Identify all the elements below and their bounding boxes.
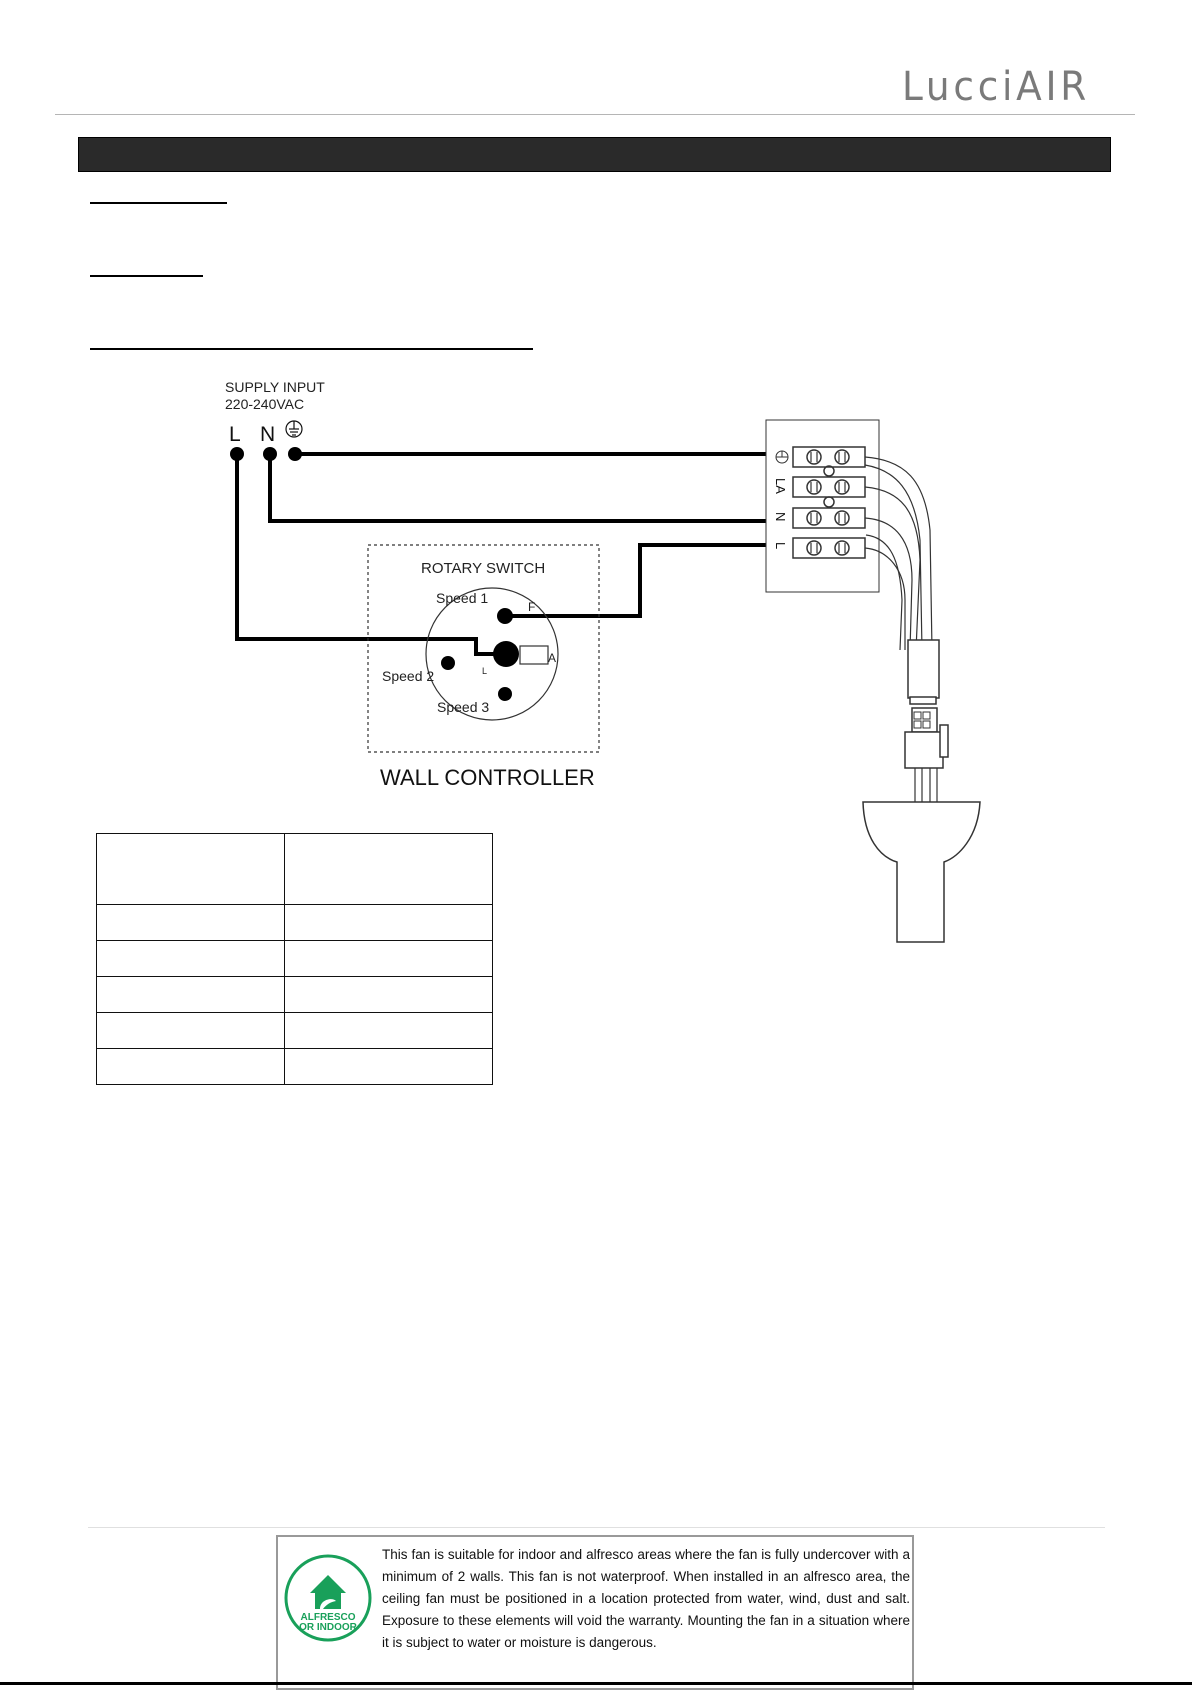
live-terminal-label: L (229, 423, 241, 446)
table-row (96, 904, 493, 941)
table-cell (96, 940, 285, 977)
pin-f-label: F (528, 600, 535, 614)
table-row (96, 976, 493, 1013)
alfresco-notice-text: This fan is suitable for indoor and alfr… (382, 1547, 910, 1650)
subheading-underline-1 (90, 202, 227, 204)
table-cell (96, 1048, 285, 1085)
table-row (96, 1012, 493, 1049)
table-cell (96, 904, 285, 941)
block-label-n: N (773, 512, 788, 521)
speed-1-label: Speed 1 (436, 590, 488, 606)
pin-a-label: A (548, 651, 556, 665)
speed-3-label: Speed 3 (437, 699, 489, 715)
badge-line-2: OR INDOOR (299, 1622, 358, 1633)
table-cell (284, 904, 493, 941)
fan-canopy (862, 801, 981, 943)
alfresco-indoor-badge-icon: ALFRESCO OR INDOOR (284, 1554, 372, 1642)
terminal-dots (230, 447, 302, 461)
block-label-l: L (773, 542, 788, 549)
table-header-cell (284, 833, 493, 905)
switch-contacts (441, 608, 519, 701)
lucci-air-logo: LucciAIR (902, 64, 1090, 106)
neutral-terminal-label: N (260, 423, 275, 446)
supply-input-label: SUPPLY INPUT (225, 379, 325, 395)
fan-connector-pins (913, 711, 931, 729)
speed-table (96, 833, 493, 1085)
table-cell (96, 976, 285, 1013)
subheading-underline-3 (90, 348, 533, 350)
table-row (96, 1048, 493, 1085)
fan-connector (904, 639, 949, 769)
section-title-bar (78, 137, 1111, 172)
rotary-switch-label: ROTARY SWITCH (421, 560, 545, 577)
block-label-la: LA (773, 478, 788, 494)
wall-controller-box (367, 544, 600, 753)
speed-2-label: Speed 2 (382, 668, 434, 684)
terminal-block (765, 419, 880, 593)
footer-rule (88, 1527, 1105, 1528)
table-cell (96, 1012, 285, 1049)
supply-wires (235, 452, 784, 656)
logo-text: LucciAIR (902, 64, 1090, 106)
header-rule (55, 114, 1135, 115)
block-earth-icon (775, 450, 789, 464)
table-cell (284, 940, 493, 977)
earth-symbol-icon (285, 420, 303, 438)
table-row (96, 940, 493, 977)
badge-line-1: ALFRESCO (301, 1612, 356, 1623)
supply-voltage-label: 220-240VAC (225, 396, 304, 412)
rotary-switch-dial (425, 587, 559, 721)
table-cell (284, 976, 493, 1013)
subheading-underline-2 (90, 275, 203, 277)
wall-controller-label: WALL CONTROLLER (380, 765, 595, 790)
table-cell (284, 1048, 493, 1085)
table-header-cell (96, 833, 285, 905)
switch-tab (519, 645, 549, 665)
pin-l-label: L (482, 666, 487, 676)
page-bottom-edge (0, 1682, 1192, 1685)
table-header-row (96, 833, 493, 905)
fan-lead-wires (864, 456, 933, 651)
downrod-wires (914, 768, 938, 803)
wiring-diagram: SUPPLY INPUT 220-240VAC L N (225, 379, 981, 943)
table-cell (284, 1012, 493, 1049)
